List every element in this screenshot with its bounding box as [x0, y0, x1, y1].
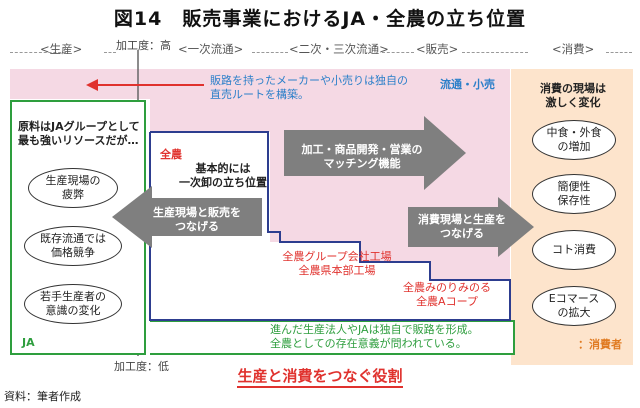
zennoh-fill [360, 262, 430, 320]
stage-secondary-distribution: <二次・三次流通> [289, 42, 389, 56]
stage-consumption: <消費> [552, 42, 595, 56]
consumer-item: 中食・外食 の増加 [546, 126, 602, 153]
zennoh-label: 全農 [160, 148, 182, 161]
source-note: 資料：筆者作成 [4, 390, 81, 403]
consumer-item: Eコマース の拡大 [548, 292, 600, 319]
bottom-title-text: 生産と消費をつなぐ役割 [237, 367, 403, 388]
ja-item-oval: 若手生産者の 意識の変化 [24, 284, 122, 324]
zennoh-role: 基本的には 一次卸の立ち位置 [179, 162, 267, 189]
stage-divider [462, 52, 528, 53]
ja-item-oval: 既存流通では 価格競争 [24, 226, 122, 266]
ja-item-oval: 生産現場の 疲弊 [28, 168, 118, 208]
stage-divider [252, 52, 288, 53]
stage-divider [10, 52, 66, 53]
ja-label: JA [22, 336, 35, 349]
consumer-header: 消費の現場は 激しく変化 [540, 82, 606, 109]
ja-item: 若手生産者の 意識の変化 [40, 290, 106, 317]
distribution-area [150, 94, 510, 124]
top-arrow-text: 販路を持ったメーカーや小売りは独自の 直売ルートを構築。 [210, 74, 408, 101]
consumer-item-oval: コト消費 [532, 230, 616, 270]
ja-item: 既存流通では 価格競争 [40, 232, 106, 259]
figure-title: 図14 販売事業におけるJA・全農の立ち位置 [113, 8, 527, 30]
zennoh-fill [430, 280, 510, 320]
processing-high-label: 加工度：高 [116, 39, 171, 52]
consumer-item-oval: Eコマース の拡大 [532, 286, 616, 326]
arrow-right-text: 消費現場と生産を つなげる [418, 213, 506, 240]
arrow-process-text: 加工・商品開発・営業の マッチング機能 [301, 143, 423, 170]
arrow-left-shape [112, 186, 262, 248]
zennoh-coop: 全農みのりみのる 全農Aコープ [403, 281, 491, 308]
consumer-item-oval: 中食・外食 の増加 [532, 120, 616, 160]
stage-sales: <販売> [416, 42, 459, 56]
consumer-item: 簡便性 保存性 [557, 180, 591, 207]
bottom-title: 生産と消費をつなぐ役割 [0, 365, 640, 388]
consumer-item-oval: 簡便性 保存性 [532, 174, 616, 214]
arrow-left-text: 生産現場と販売を つなげる [153, 206, 241, 233]
ja-header: 原料はJAグループとして 最も強いリソースだが… [18, 120, 140, 147]
stage-primary-distribution: <一次流通> [178, 42, 244, 56]
consumer-label: ：消費者 [578, 338, 622, 351]
zennoh-fill [270, 242, 360, 320]
processing-low-label: 加工度：低 [114, 360, 169, 373]
distribution-label: 流通・小売 [440, 78, 495, 91]
stage-divider [104, 52, 116, 53]
stage-divider [606, 52, 632, 53]
zennoh-outline-stroke [149, 131, 511, 321]
ja-item: 生産現場の 疲弊 [45, 174, 101, 201]
zennoh-group: 全農グループ会社工場 全農県本部工場 [282, 250, 392, 277]
arrow-process-shape [284, 116, 466, 190]
arrow-right-shape [408, 197, 534, 257]
stage-production: <生産> [40, 42, 83, 56]
stage-divider [382, 52, 414, 53]
consumer-item: コト消費 [552, 243, 596, 256]
top-red-arrow [86, 79, 204, 91]
green-note: 進んだ生産法人やJAは独自で販路を形成。 全農としての存在意義が問われている。 [270, 323, 479, 350]
